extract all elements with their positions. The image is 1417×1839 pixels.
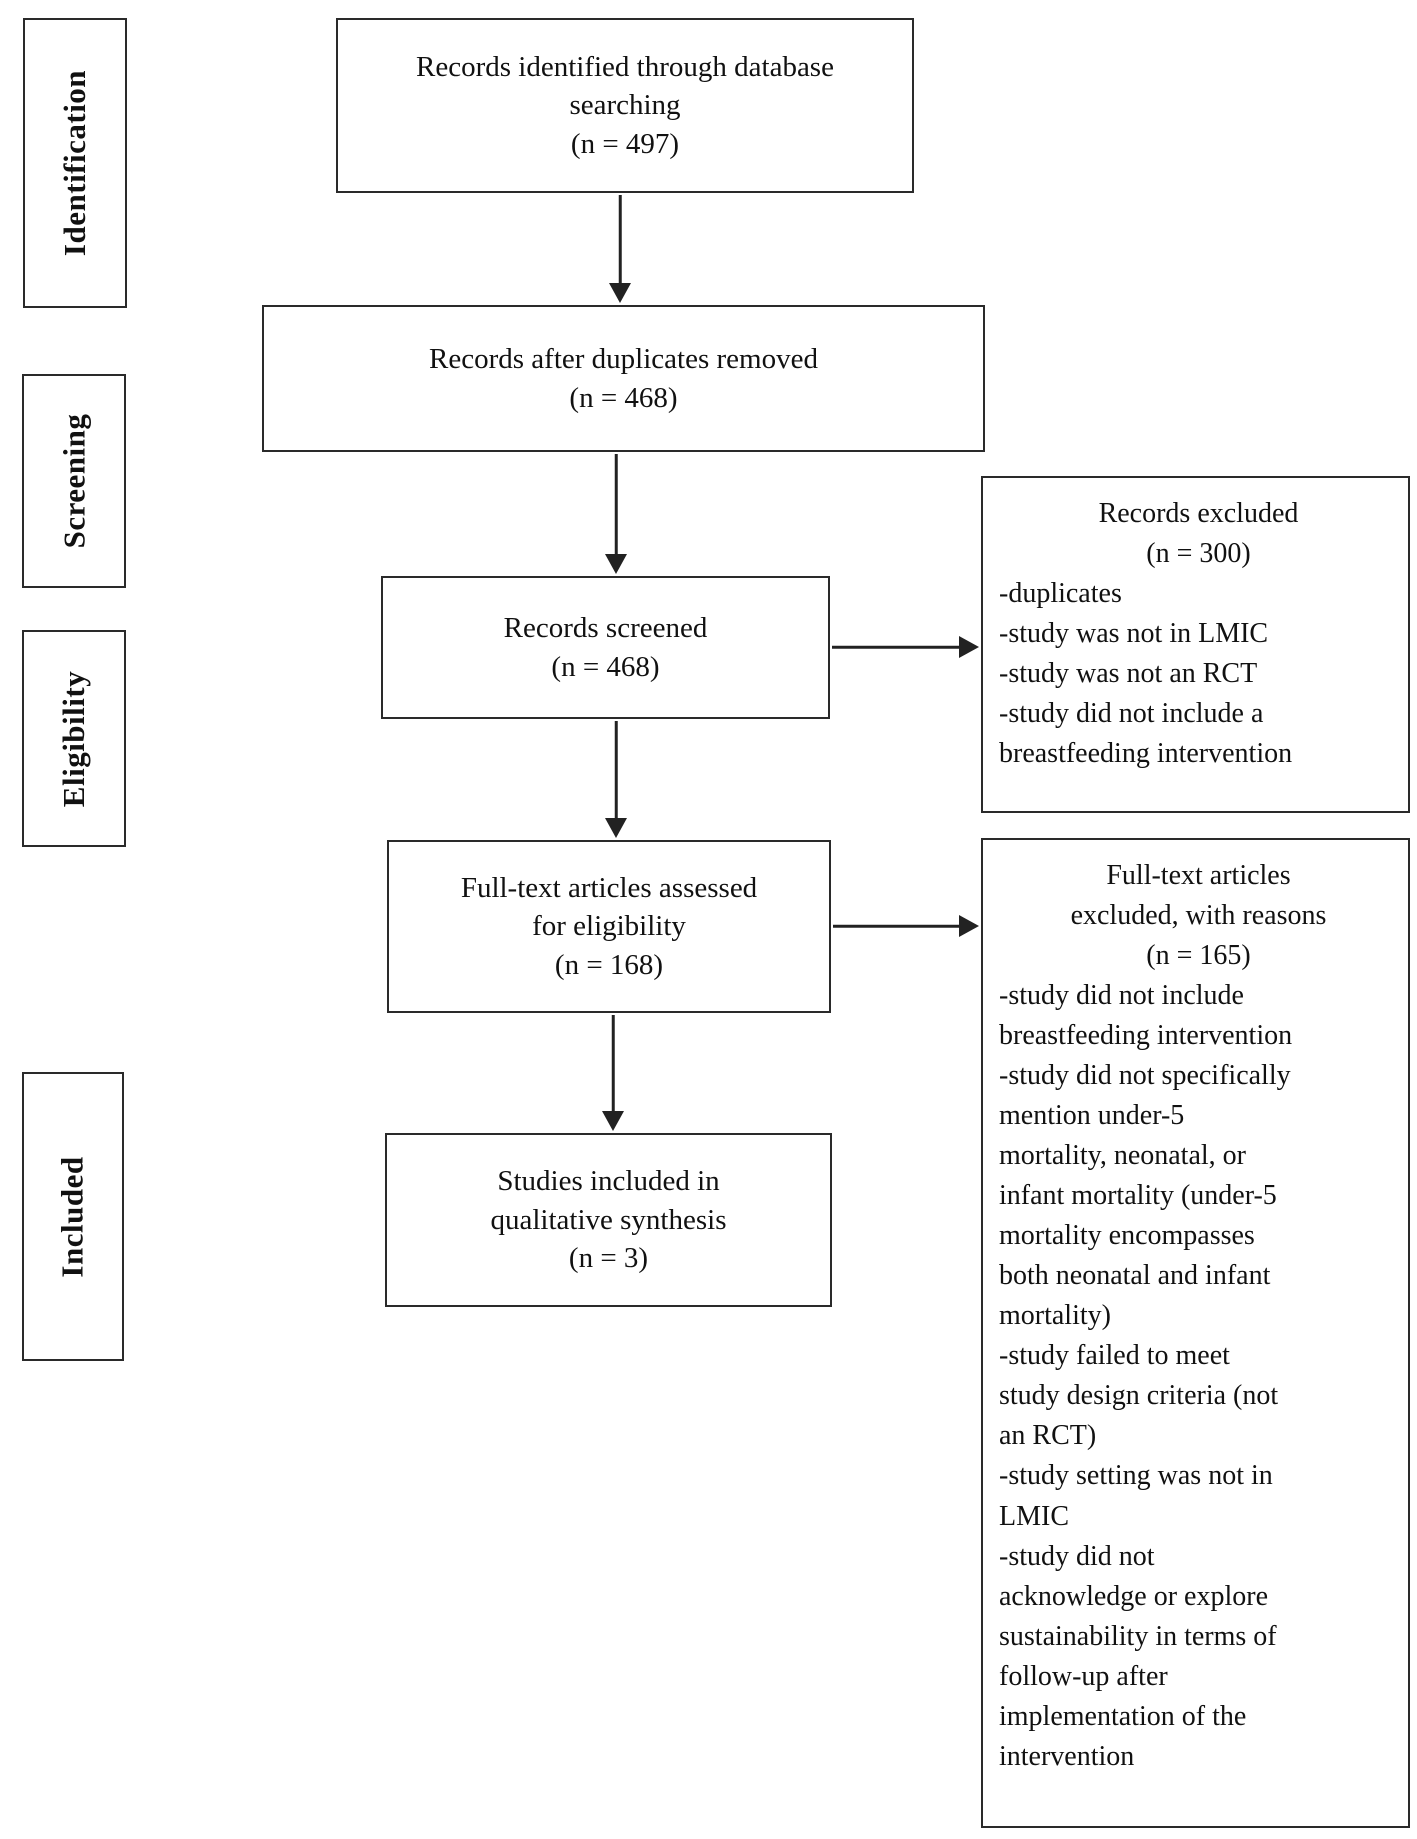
arrow-duplicates-to-screened [604, 454, 628, 574]
arrowhead-down-icon [605, 818, 627, 838]
text-line: -study was not an RCT [999, 658, 1258, 690]
text-line: (n = 497) [570, 127, 680, 160]
text-line: acknowledge or explore [999, 1580, 1268, 1612]
text-line: Records excluded [1098, 498, 1299, 529]
arrowhead-down-icon [602, 1111, 624, 1131]
stage-box-eligibility: Eligibility [22, 630, 126, 847]
stage-box-identification: Identification [23, 18, 127, 308]
arrow-shaft [614, 721, 618, 820]
arrow-fulltext-to-included [601, 1015, 625, 1131]
text-line: mortality, neonatal, or [999, 1140, 1246, 1172]
text-line: Records identified through database [416, 50, 834, 83]
stage-label-eligibility: Eligibility [56, 670, 92, 807]
flow-box-records-identified: Records identified through database searc… [336, 18, 914, 193]
text-line: intervention [999, 1740, 1135, 1772]
text-line: mortality) [999, 1300, 1111, 1332]
stage-label-identification: Identification [57, 69, 92, 257]
arrow-shaft [618, 195, 622, 285]
text-line: breastfeeding intervention [999, 738, 1293, 770]
flow-box-studies-included: Studies included in qualitative synthesis… [385, 1133, 832, 1307]
text-line: -study did not include [999, 980, 1244, 1012]
text-line: -study setting was not in [999, 1460, 1273, 1492]
flow-box-fulltext-assessed: Full-text articles assessed for eligibili… [387, 840, 831, 1013]
text-line: -duplicates [999, 578, 1122, 610]
arrow-screened-to-fulltext [604, 721, 628, 838]
exclusion-box-records-excluded: Records excluded (n = 300) -duplicates -st… [981, 476, 1410, 813]
arrow-fulltext-to-excluded [833, 914, 979, 938]
text-line: study design criteria (not [999, 1380, 1279, 1412]
text-line: Records screened [503, 611, 708, 644]
text-line: Records after duplicates removed [429, 342, 818, 375]
text-line: (n = 468) [551, 650, 660, 683]
text-line: (n = 165) [1146, 940, 1251, 972]
text-line: infant mortality (under-5 [999, 1180, 1277, 1212]
text-line: both neonatal and infant [999, 1260, 1271, 1292]
arrowhead-down-icon [605, 554, 627, 574]
text-line: Full-text articles assessed [460, 871, 758, 904]
text-line: LMIC [999, 1500, 1069, 1532]
text-line: Full-text articles [1106, 860, 1291, 891]
exclusion-reasons: -study did not include breastfeeding inte… [999, 976, 1398, 1777]
text-line: breastfeeding intervention [999, 1020, 1293, 1052]
text-line: -study did not [999, 1540, 1155, 1572]
stage-box-included: Included [22, 1072, 124, 1361]
stage-label-included: Included [55, 1155, 91, 1278]
arrowhead-right-icon [959, 915, 979, 937]
arrowhead-right-icon [959, 636, 979, 658]
text-line: mortality encompasses [999, 1220, 1255, 1252]
arrow-shaft [611, 1015, 615, 1113]
text-line: (n = 168) [554, 948, 664, 981]
arrow-shaft [614, 454, 618, 556]
text-line: sustainability in terms of [999, 1620, 1277, 1652]
text-line: -study was not in LMIC [999, 618, 1269, 650]
text-line: (n = 3) [568, 1242, 649, 1275]
text-line: (n = 300) [1146, 538, 1251, 570]
arrow-identified-to-duplicates [608, 195, 632, 303]
flow-box-duplicates-removed: Records after duplicates removed (n = 468… [262, 305, 985, 452]
arrow-shaft [833, 924, 961, 928]
text-line: follow-up after [999, 1660, 1168, 1692]
exclusion-reasons: -duplicates -study was not in LMIC -study … [999, 574, 1398, 774]
text-line: for eligibility [532, 910, 686, 943]
exclusion-header: Full-text articles excluded, with reasons… [999, 856, 1398, 976]
stage-box-screening: Screening [22, 374, 126, 588]
text-line: an RCT) [999, 1420, 1097, 1452]
exclusion-header: Records excluded (n = 300) [999, 494, 1398, 574]
arrow-shaft [832, 645, 961, 649]
text-line: excluded, with reasons [1070, 900, 1327, 932]
text-line: mention under-5 [999, 1100, 1185, 1132]
text-line: -study failed to meet [999, 1340, 1230, 1372]
text-line: -study did not include a [999, 698, 1264, 730]
text-line: qualitative synthesis [490, 1203, 727, 1236]
flow-box-records-screened: Records screened (n = 468) [381, 576, 830, 719]
exclusion-box-fulltext-excluded: Full-text articles excluded, with reasons… [981, 838, 1410, 1828]
arrow-screened-to-excluded [832, 635, 979, 659]
arrowhead-down-icon [609, 283, 631, 303]
stage-label-screening: Screening [56, 413, 91, 549]
text-line: (n = 468) [569, 381, 678, 414]
text-line: implementation of the [999, 1700, 1247, 1732]
text-line: searching [569, 89, 681, 122]
text-line: Studies included in [497, 1165, 720, 1198]
text-line: -study did not specifically [999, 1060, 1291, 1092]
